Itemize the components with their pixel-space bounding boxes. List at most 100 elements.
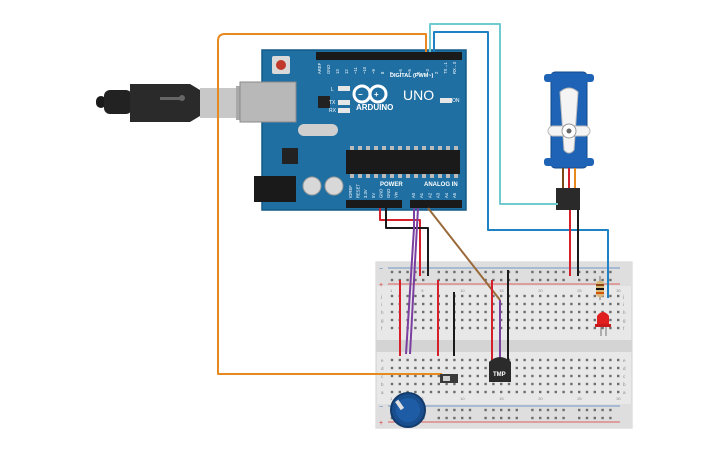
breadboard-hole[interactable]	[570, 374, 573, 378]
breadboard-hole[interactable]	[414, 358, 417, 362]
breadboard-hole[interactable]	[406, 374, 409, 378]
breadboard-hole[interactable]	[461, 302, 464, 306]
breadboard-hole[interactable]	[617, 318, 620, 322]
breadboard-hole[interactable]	[476, 302, 479, 306]
breadboard-hole[interactable]	[476, 310, 479, 314]
rail-hole[interactable]	[593, 270, 596, 274]
breadboard-hole[interactable]	[398, 366, 401, 370]
rail-hole[interactable]	[468, 270, 472, 274]
breadboard-hole[interactable]	[398, 382, 401, 386]
breadboard-hole[interactable]	[578, 366, 581, 370]
breadboard-hole[interactable]	[539, 382, 542, 386]
rail-hole[interactable]	[562, 416, 565, 420]
breadboard-hole[interactable]	[476, 366, 479, 370]
breadboard-hole[interactable]	[523, 302, 526, 306]
breadboard-hole[interactable]	[617, 310, 620, 314]
breadboard-hole[interactable]	[429, 382, 433, 386]
breadboard-hole[interactable]	[390, 374, 394, 378]
breadboard-hole[interactable]	[500, 302, 503, 306]
breadboard-hole[interactable]	[546, 310, 550, 314]
breadboard-hole[interactable]	[492, 382, 495, 386]
breadboard-hole[interactable]	[390, 310, 394, 314]
breadboard-hole[interactable]	[523, 310, 526, 314]
breadboard-hole[interactable]	[554, 358, 557, 362]
rail-hole[interactable]	[601, 408, 604, 412]
rail-hole[interactable]	[507, 408, 511, 412]
breadboard-hole[interactable]	[609, 294, 612, 298]
breadboard-hole[interactable]	[445, 310, 448, 314]
breadboard-hole[interactable]	[539, 358, 542, 362]
breadboard-hole[interactable]	[523, 326, 526, 330]
rail-hole[interactable]	[492, 408, 495, 412]
breadboard-hole[interactable]	[554, 390, 557, 394]
breadboard-hole[interactable]	[500, 390, 503, 394]
rail-hole[interactable]	[461, 278, 464, 282]
breadboard-hole[interactable]	[609, 326, 612, 330]
breadboard-hole[interactable]	[601, 366, 604, 370]
breadboard-hole[interactable]	[429, 310, 433, 314]
breadboard-hole[interactable]	[437, 366, 440, 370]
breadboard-hole[interactable]	[429, 326, 433, 330]
breadboard-hole[interactable]	[601, 382, 604, 386]
breadboard-hole[interactable]	[507, 390, 511, 394]
breadboard-hole[interactable]	[578, 294, 581, 298]
breadboard-hole[interactable]	[484, 366, 487, 370]
breadboard-hole[interactable]	[453, 390, 456, 394]
breadboard-hole[interactable]	[539, 294, 542, 298]
breadboard-hole[interactable]	[414, 382, 417, 386]
breadboard-hole[interactable]	[429, 318, 433, 322]
breadboard-hole[interactable]	[617, 374, 620, 378]
breadboard-hole[interactable]	[554, 382, 557, 386]
breadboard-hole[interactable]	[484, 374, 487, 378]
breadboard-hole[interactable]	[531, 390, 534, 394]
breadboard-hole[interactable]	[554, 366, 557, 370]
rail-hole[interactable]	[593, 416, 596, 420]
breadboard-hole[interactable]	[593, 366, 596, 370]
breadboard-hole[interactable]	[562, 374, 565, 378]
breadboard-hole[interactable]	[570, 302, 573, 306]
breadboard-hole[interactable]	[390, 382, 394, 386]
breadboard-hole[interactable]	[531, 294, 534, 298]
rail-hole[interactable]	[601, 416, 604, 420]
breadboard-hole[interactable]	[461, 310, 464, 314]
breadboard-hole[interactable]	[500, 294, 503, 298]
breadboard-hole[interactable]	[468, 318, 472, 322]
breadboard-hole[interactable]	[593, 358, 596, 362]
breadboard-hole[interactable]	[617, 326, 620, 330]
breadboard-hole[interactable]	[546, 366, 550, 370]
breadboard-hole[interactable]	[609, 366, 612, 370]
breadboard-hole[interactable]	[523, 358, 526, 362]
rail-hole[interactable]	[437, 408, 440, 412]
breadboard-hole[interactable]	[546, 390, 550, 394]
breadboard-hole[interactable]	[585, 310, 589, 314]
rail-hole[interactable]	[601, 278, 604, 282]
breadboard-hole[interactable]	[461, 294, 464, 298]
breadboard-hole[interactable]	[461, 358, 464, 362]
breadboard-hole[interactable]	[546, 374, 550, 378]
rail-hole[interactable]	[578, 408, 581, 412]
breadboard-hole[interactable]	[390, 326, 394, 330]
rail-hole[interactable]	[593, 278, 596, 282]
breadboard-hole[interactable]	[476, 318, 479, 322]
breadboard-hole[interactable]	[484, 382, 487, 386]
breadboard-hole[interactable]	[523, 366, 526, 370]
breadboard-hole[interactable]	[492, 318, 495, 322]
breadboard-hole[interactable]	[578, 390, 581, 394]
breadboard-hole[interactable]	[609, 310, 612, 314]
breadboard-hole[interactable]	[422, 302, 425, 306]
rail-hole[interactable]	[539, 270, 542, 274]
breadboard-hole[interactable]	[476, 382, 479, 386]
breadboard-hole[interactable]	[437, 374, 440, 378]
breadboard-hole[interactable]	[562, 366, 565, 370]
rail-hole[interactable]	[445, 416, 448, 420]
breadboard-hole[interactable]	[500, 310, 503, 314]
breadboard-hole[interactable]	[398, 374, 401, 378]
rail-hole[interactable]	[414, 278, 417, 282]
rail-hole[interactable]	[507, 416, 511, 420]
breadboard-hole[interactable]	[461, 382, 464, 386]
rail-hole[interactable]	[546, 416, 550, 420]
breadboard-hole[interactable]	[554, 374, 557, 378]
breadboard-hole[interactable]	[484, 294, 487, 298]
breadboard-hole[interactable]	[515, 294, 518, 298]
rail-hole[interactable]	[546, 270, 550, 274]
